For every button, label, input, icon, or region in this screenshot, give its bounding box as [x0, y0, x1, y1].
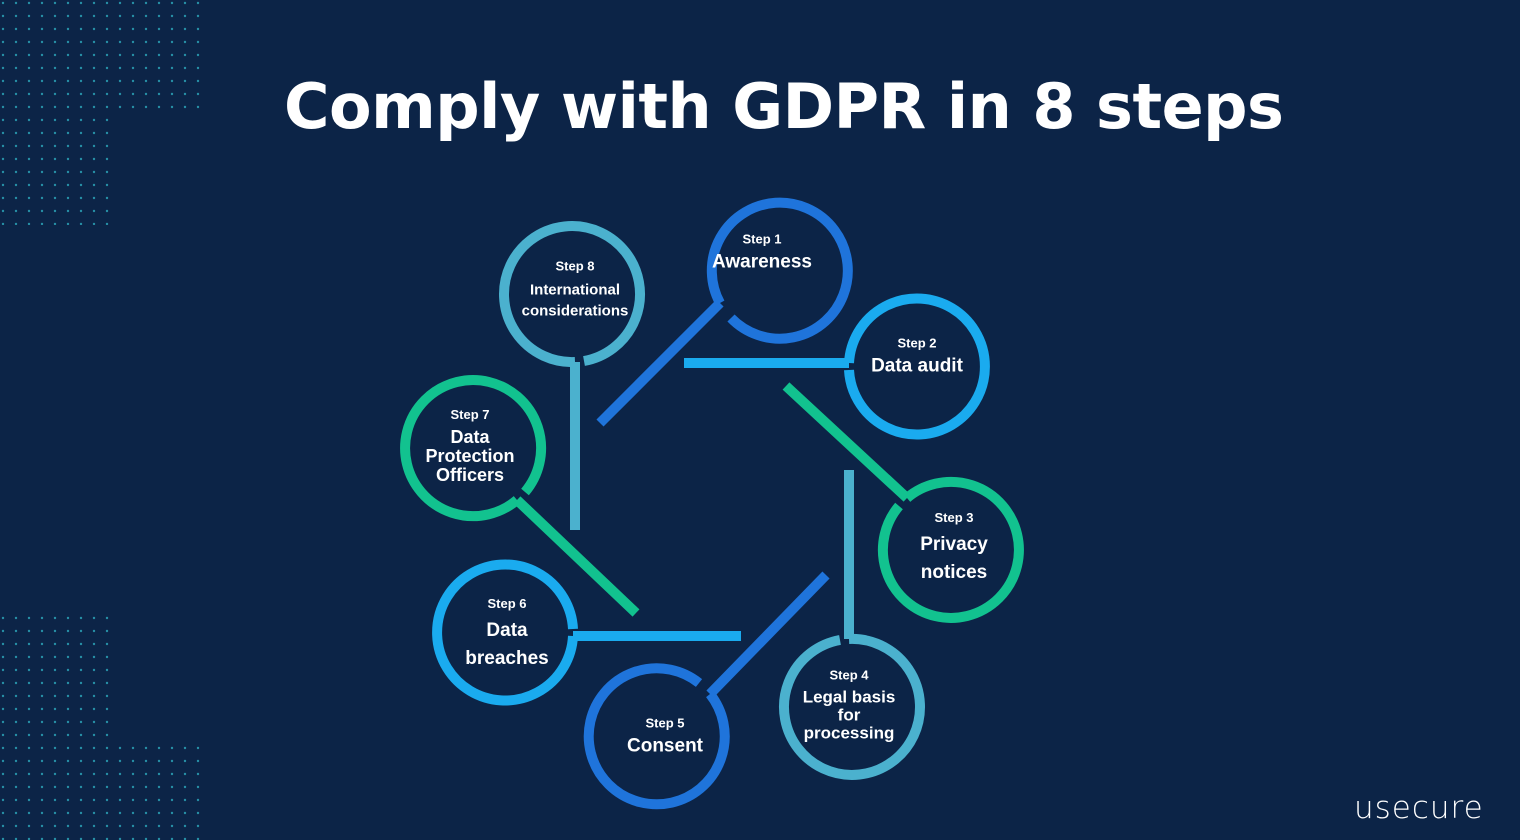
dot-pattern-top-left [0, 0, 205, 225]
step-2-number: Step 2 [897, 335, 937, 351]
step-3-connector [782, 382, 911, 502]
step-7-connector [513, 496, 640, 617]
step-8-number: Step 8 [555, 258, 595, 274]
page-title: Comply with GDPR in 8 steps [284, 70, 1284, 143]
step-8-ring [499, 221, 645, 368]
step-6-label: Step 6 Data breaches [457, 596, 557, 672]
step-2-ring [844, 293, 990, 440]
step-7-name: Data Protection Officers [425, 427, 515, 485]
step-8-label: Step 8 International considerations [510, 259, 640, 322]
step-3-label: Step 3 Privacy notices [899, 510, 1009, 586]
step-5-ring [583, 663, 730, 810]
step-6-name: Data breaches [465, 619, 549, 669]
step-5-name: Consent [627, 735, 703, 757]
step-4-name: Legal basis for processing [802, 687, 896, 743]
step-1-name: Awareness [712, 251, 812, 273]
step-2-name: Data audit [871, 355, 963, 377]
step-5-connector [706, 571, 830, 698]
step-1-connector [596, 299, 724, 427]
step-1-ring [706, 197, 853, 344]
step-6-number: Step 6 [487, 595, 527, 611]
step-8-name: International considerations [521, 281, 629, 320]
step-3-name: Privacy notices [920, 533, 988, 583]
step-1-label: Step 1 Awareness [697, 232, 827, 273]
step-7-number: Step 7 [450, 407, 490, 423]
step-3-number: Step 3 [934, 509, 974, 525]
step-4-number: Step 4 [829, 667, 869, 683]
step-5-number: Step 5 [645, 715, 685, 731]
step-3-ring [877, 476, 1024, 623]
usecure-logo: usecure [1354, 790, 1484, 826]
step-6-ring [432, 559, 578, 706]
step-4-label: Step 4 Legal basis for processing [792, 668, 907, 743]
step-7-label: Step 7 Data Protection Officers [415, 407, 525, 485]
step-5-label: Step 5 Consent [600, 716, 730, 757]
step-7-ring [400, 375, 547, 522]
step-1-number: Step 1 [742, 231, 782, 247]
step-2-label: Step 2 Data audit [852, 336, 982, 377]
step-4-ring [779, 633, 925, 780]
dot-pattern-bottom-left [0, 615, 205, 840]
